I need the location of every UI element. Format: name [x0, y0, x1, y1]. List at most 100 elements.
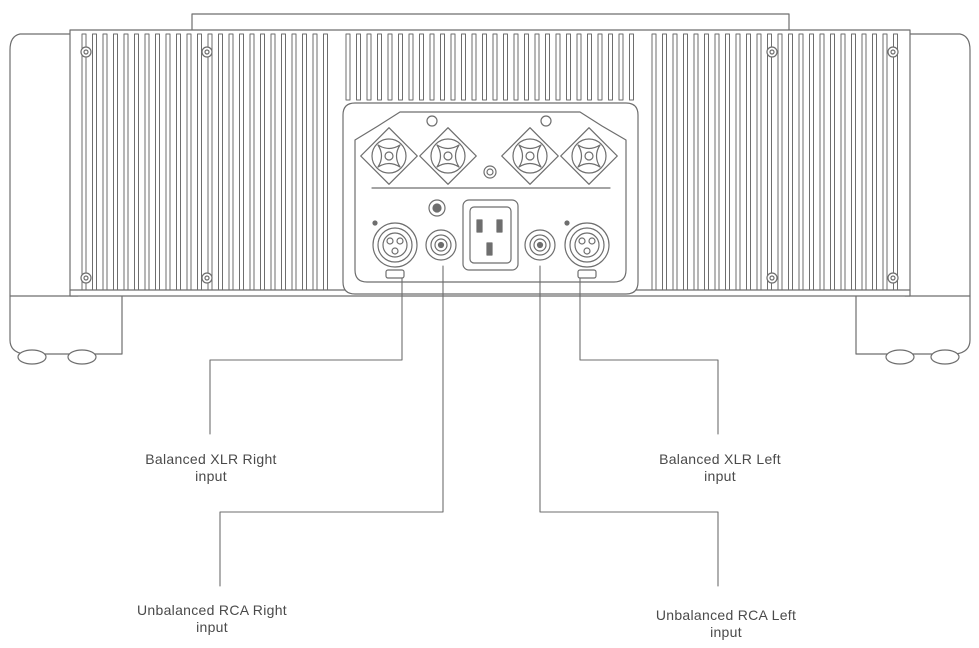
- heatsink-fin: [597, 33, 603, 101]
- heatsink-fin: [482, 33, 487, 101]
- heatsink-fin: [249, 33, 255, 291]
- heatsink-fin: [345, 33, 351, 101]
- heatsink-fin: [893, 33, 898, 291]
- heatsink-fin: [693, 33, 699, 291]
- speaker-binding-post: [501, 127, 559, 185]
- heatsink-fin: [777, 33, 783, 291]
- heatsink-fin: [534, 33, 540, 101]
- heatsink-fin: [492, 33, 498, 101]
- heatsink-fin: [176, 33, 181, 291]
- callout-unbalanced-rca-right-line1: Unbalanced RCA Right: [137, 602, 287, 618]
- heatsink-fin: [144, 33, 150, 291]
- heatsink-fin: [366, 33, 372, 101]
- heatsink-fin: [429, 33, 435, 101]
- callout-unbalanced-rca-left-line1: Unbalanced RCA Left: [655, 607, 797, 623]
- heatsink-fin: [608, 33, 613, 101]
- heatsink-fin: [524, 33, 529, 101]
- ground-terminal: [428, 199, 446, 217]
- callout-balanced-xlr-left-line1: Balanced XLR Left: [659, 451, 781, 467]
- power-inlet: [462, 199, 519, 271]
- heatsink-fin: [809, 33, 814, 291]
- callout-balanced-xlr-right-line2: input: [195, 468, 227, 484]
- heatsink-fin: [260, 33, 265, 291]
- heatsink-fin: [756, 33, 762, 291]
- heatsink-fin: [165, 33, 171, 291]
- heatsink-fin: [408, 33, 414, 101]
- heatsink-fin: [672, 33, 678, 291]
- heatsink-fin: [587, 33, 592, 101]
- heatsink-fin: [113, 33, 118, 291]
- screw: [766, 46, 778, 58]
- speaker-binding-post: [419, 127, 477, 185]
- heatsink-fin: [683, 33, 688, 291]
- heatsink-fin: [419, 33, 424, 101]
- heatsink-fin: [861, 33, 867, 291]
- heatsink-fin: [618, 33, 624, 101]
- leader-unbalanced-rca-left: [539, 265, 719, 587]
- heatsink-fin: [123, 33, 129, 291]
- speaker-binding-post: [360, 127, 418, 185]
- heatsink-fin: [461, 33, 466, 101]
- heatsink-fin: [281, 33, 286, 291]
- heatsink-fin: [239, 33, 244, 291]
- heatsink-fin: [788, 33, 793, 291]
- heatsink-fin: [387, 33, 393, 101]
- heatsink-fin: [872, 33, 877, 291]
- heatsink-fin: [819, 33, 825, 291]
- xlr-inputs: [372, 220, 610, 279]
- heatsink-fin: [450, 33, 456, 101]
- heatsink-fin: [92, 33, 97, 291]
- screw: [201, 46, 213, 58]
- heatsink-fin: [102, 33, 108, 291]
- callout-unbalanced-rca-left-line2: input: [710, 624, 742, 640]
- heatsink-fin: [134, 33, 139, 291]
- heatsink-fin: [830, 33, 835, 291]
- leader-unbalanced-rca-right: [219, 265, 444, 587]
- heatsink-fin: [197, 33, 202, 291]
- heatsink-fin: [851, 33, 856, 291]
- heatsink-fin: [566, 33, 571, 101]
- heatsink-fin: [323, 33, 328, 291]
- heatsink-fin: [513, 33, 519, 101]
- heatsink-fin: [312, 33, 318, 291]
- heatsink-fin: [767, 33, 772, 291]
- heatsink-fin: [440, 33, 445, 101]
- heatsink-fin: [377, 33, 382, 101]
- speaker-binding-post: [560, 127, 618, 185]
- screw: [80, 272, 92, 284]
- heatsink-fin: [471, 33, 477, 101]
- speaker-binding-posts: [360, 127, 618, 185]
- callout-unbalanced-rca-right: Unbalanced RCA Right input: [137, 602, 287, 636]
- xlr-input-jack: [564, 220, 610, 279]
- heatsink-fin: [725, 33, 730, 291]
- screw: [887, 272, 899, 284]
- heatsink-fin: [291, 33, 297, 291]
- heatsink-fin: [398, 33, 403, 101]
- heatsink-fin: [662, 33, 667, 291]
- heatsink-fin: [651, 33, 657, 291]
- leader-balanced-xlr-right: [209, 277, 403, 435]
- heatsink-fin: [218, 33, 223, 291]
- callout-balanced-xlr-right-line1: Balanced XLR Right: [145, 451, 277, 467]
- heatsink-fin: [545, 33, 550, 101]
- callout-balanced-xlr-left-line2: input: [704, 468, 736, 484]
- heatsink-fin: [746, 33, 751, 291]
- heatsink-fin: [555, 33, 561, 101]
- screw: [80, 46, 92, 58]
- callout-leaders: [209, 265, 719, 587]
- heatsink-fin: [155, 33, 160, 291]
- callout-balanced-xlr-right: Balanced XLR Right input: [145, 451, 276, 485]
- screw: [201, 272, 213, 284]
- screw: [766, 272, 778, 284]
- rca-input-jack: [524, 229, 556, 261]
- rca-inputs: [425, 229, 556, 261]
- heatsink-fin: [228, 33, 234, 291]
- heatsink-fin: [576, 33, 582, 101]
- heatsink-fin: [629, 33, 634, 101]
- heatsink-fin: [302, 33, 307, 291]
- rca-input-jack: [425, 229, 457, 261]
- heatsink-fin: [735, 33, 741, 291]
- heatsink-fin: [840, 33, 846, 291]
- heatsink-fins: [81, 33, 898, 291]
